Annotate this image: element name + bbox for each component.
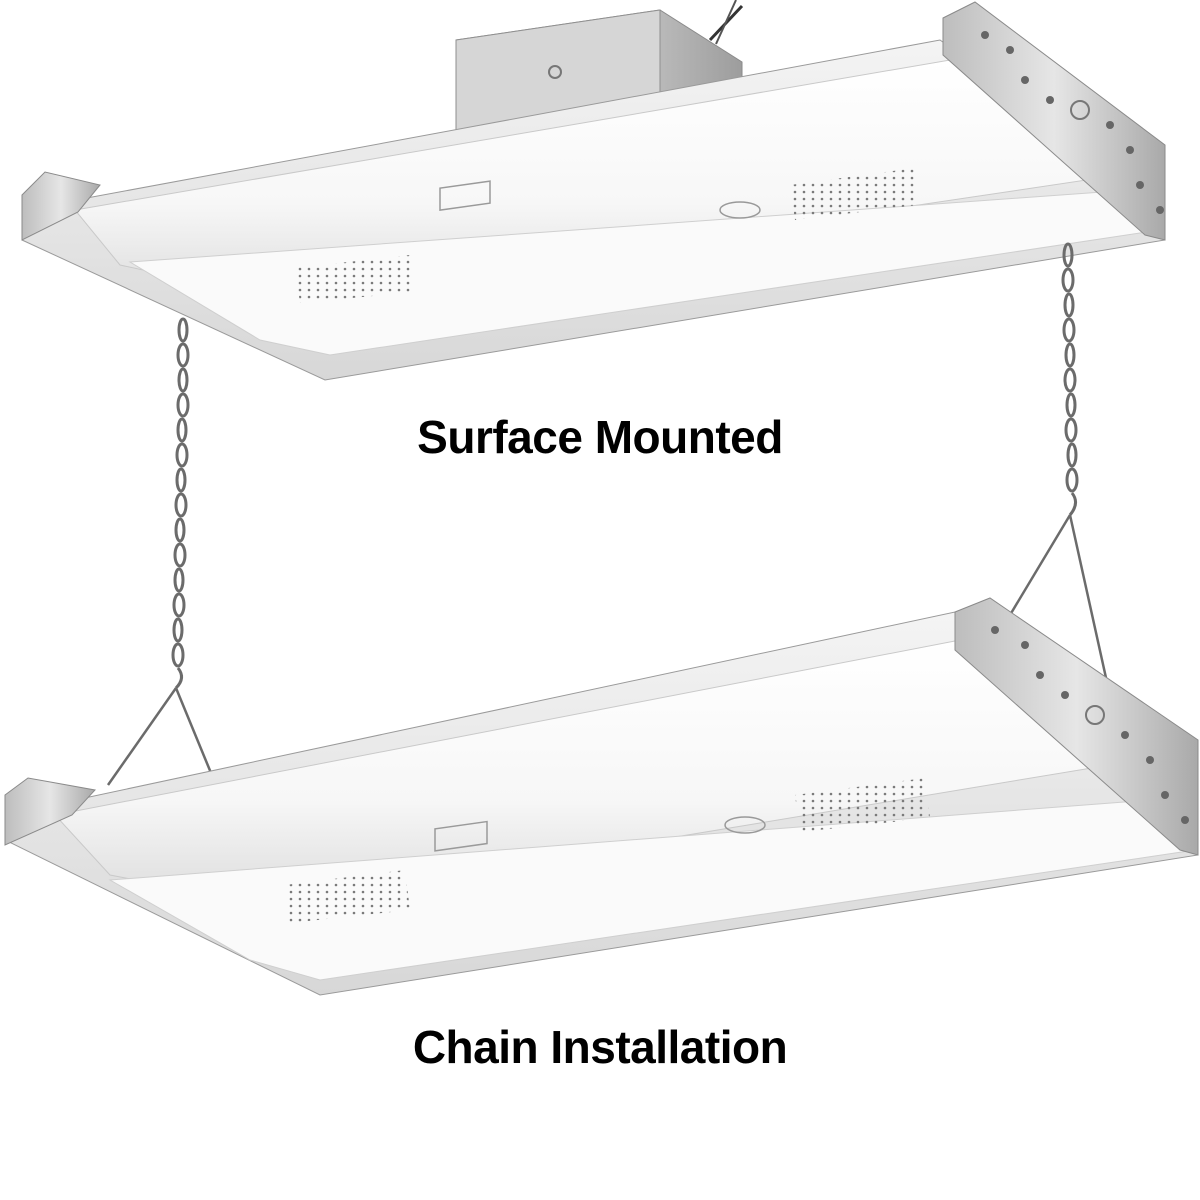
right-chain (1008, 242, 1114, 706)
endcap (21, 171, 101, 241)
caption-chain-installation: Chain Installation (412, 1021, 788, 1073)
vent-grille (795, 778, 930, 832)
endcap (4, 777, 96, 846)
vent-grille (285, 870, 410, 923)
endcap-plate (942, 1, 1166, 241)
endcap-plate (954, 597, 1199, 856)
vent-grille (790, 168, 918, 220)
left-chain (106, 317, 220, 791)
vent-grille (295, 255, 414, 303)
junction-box (455, 0, 744, 141)
caption-surface-mounted: Surface Mounted (417, 411, 783, 463)
surface-mounted-fixture (21, 0, 1166, 381)
chain-installed-fixture (4, 597, 1199, 996)
